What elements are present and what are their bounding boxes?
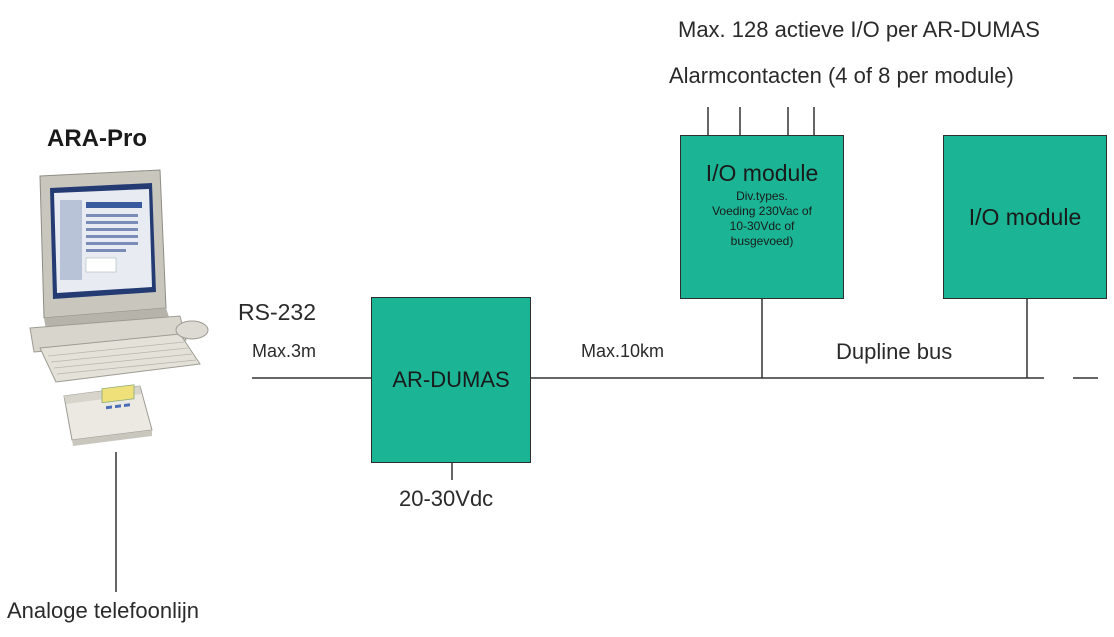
computer-workstation-icon <box>10 168 215 458</box>
supply-voltage-label: 20-30Vdc <box>399 486 493 512</box>
rs232-label: RS-232 <box>238 299 316 326</box>
io-module-1: I/O module Div.types. Voeding 230Vac of … <box>680 135 844 299</box>
dupline-bus-label: Dupline bus <box>836 339 952 365</box>
alarm-contacts-note: Alarmcontacten (4 of 8 per module) <box>669 63 1014 89</box>
ardumas-unit: AR-DUMAS <box>371 297 531 463</box>
phone-line-label: Analoge telefoonlijn <box>7 598 199 624</box>
io-module-1-line1: Div.types. <box>736 189 788 204</box>
io-module-1-line4: busgevoed) <box>731 234 794 249</box>
max-io-note: Max. 128 actieve I/O per AR-DUMAS <box>678 17 1040 43</box>
io-module-2-title: I/O module <box>969 204 1082 231</box>
io-module-1-line2: Voeding 230Vac of <box>712 204 812 219</box>
rs232-length-label: Max.3m <box>252 341 316 362</box>
pc-title: ARA-Pro <box>47 125 147 153</box>
io-module-1-line3: 10-30Vdc of <box>730 219 795 234</box>
io-module-2: I/O module <box>943 135 1107 299</box>
ardumas-label: AR-DUMAS <box>392 367 509 393</box>
io-module-1-title: I/O module <box>706 160 819 186</box>
bus-length-label: Max.10km <box>581 341 664 362</box>
